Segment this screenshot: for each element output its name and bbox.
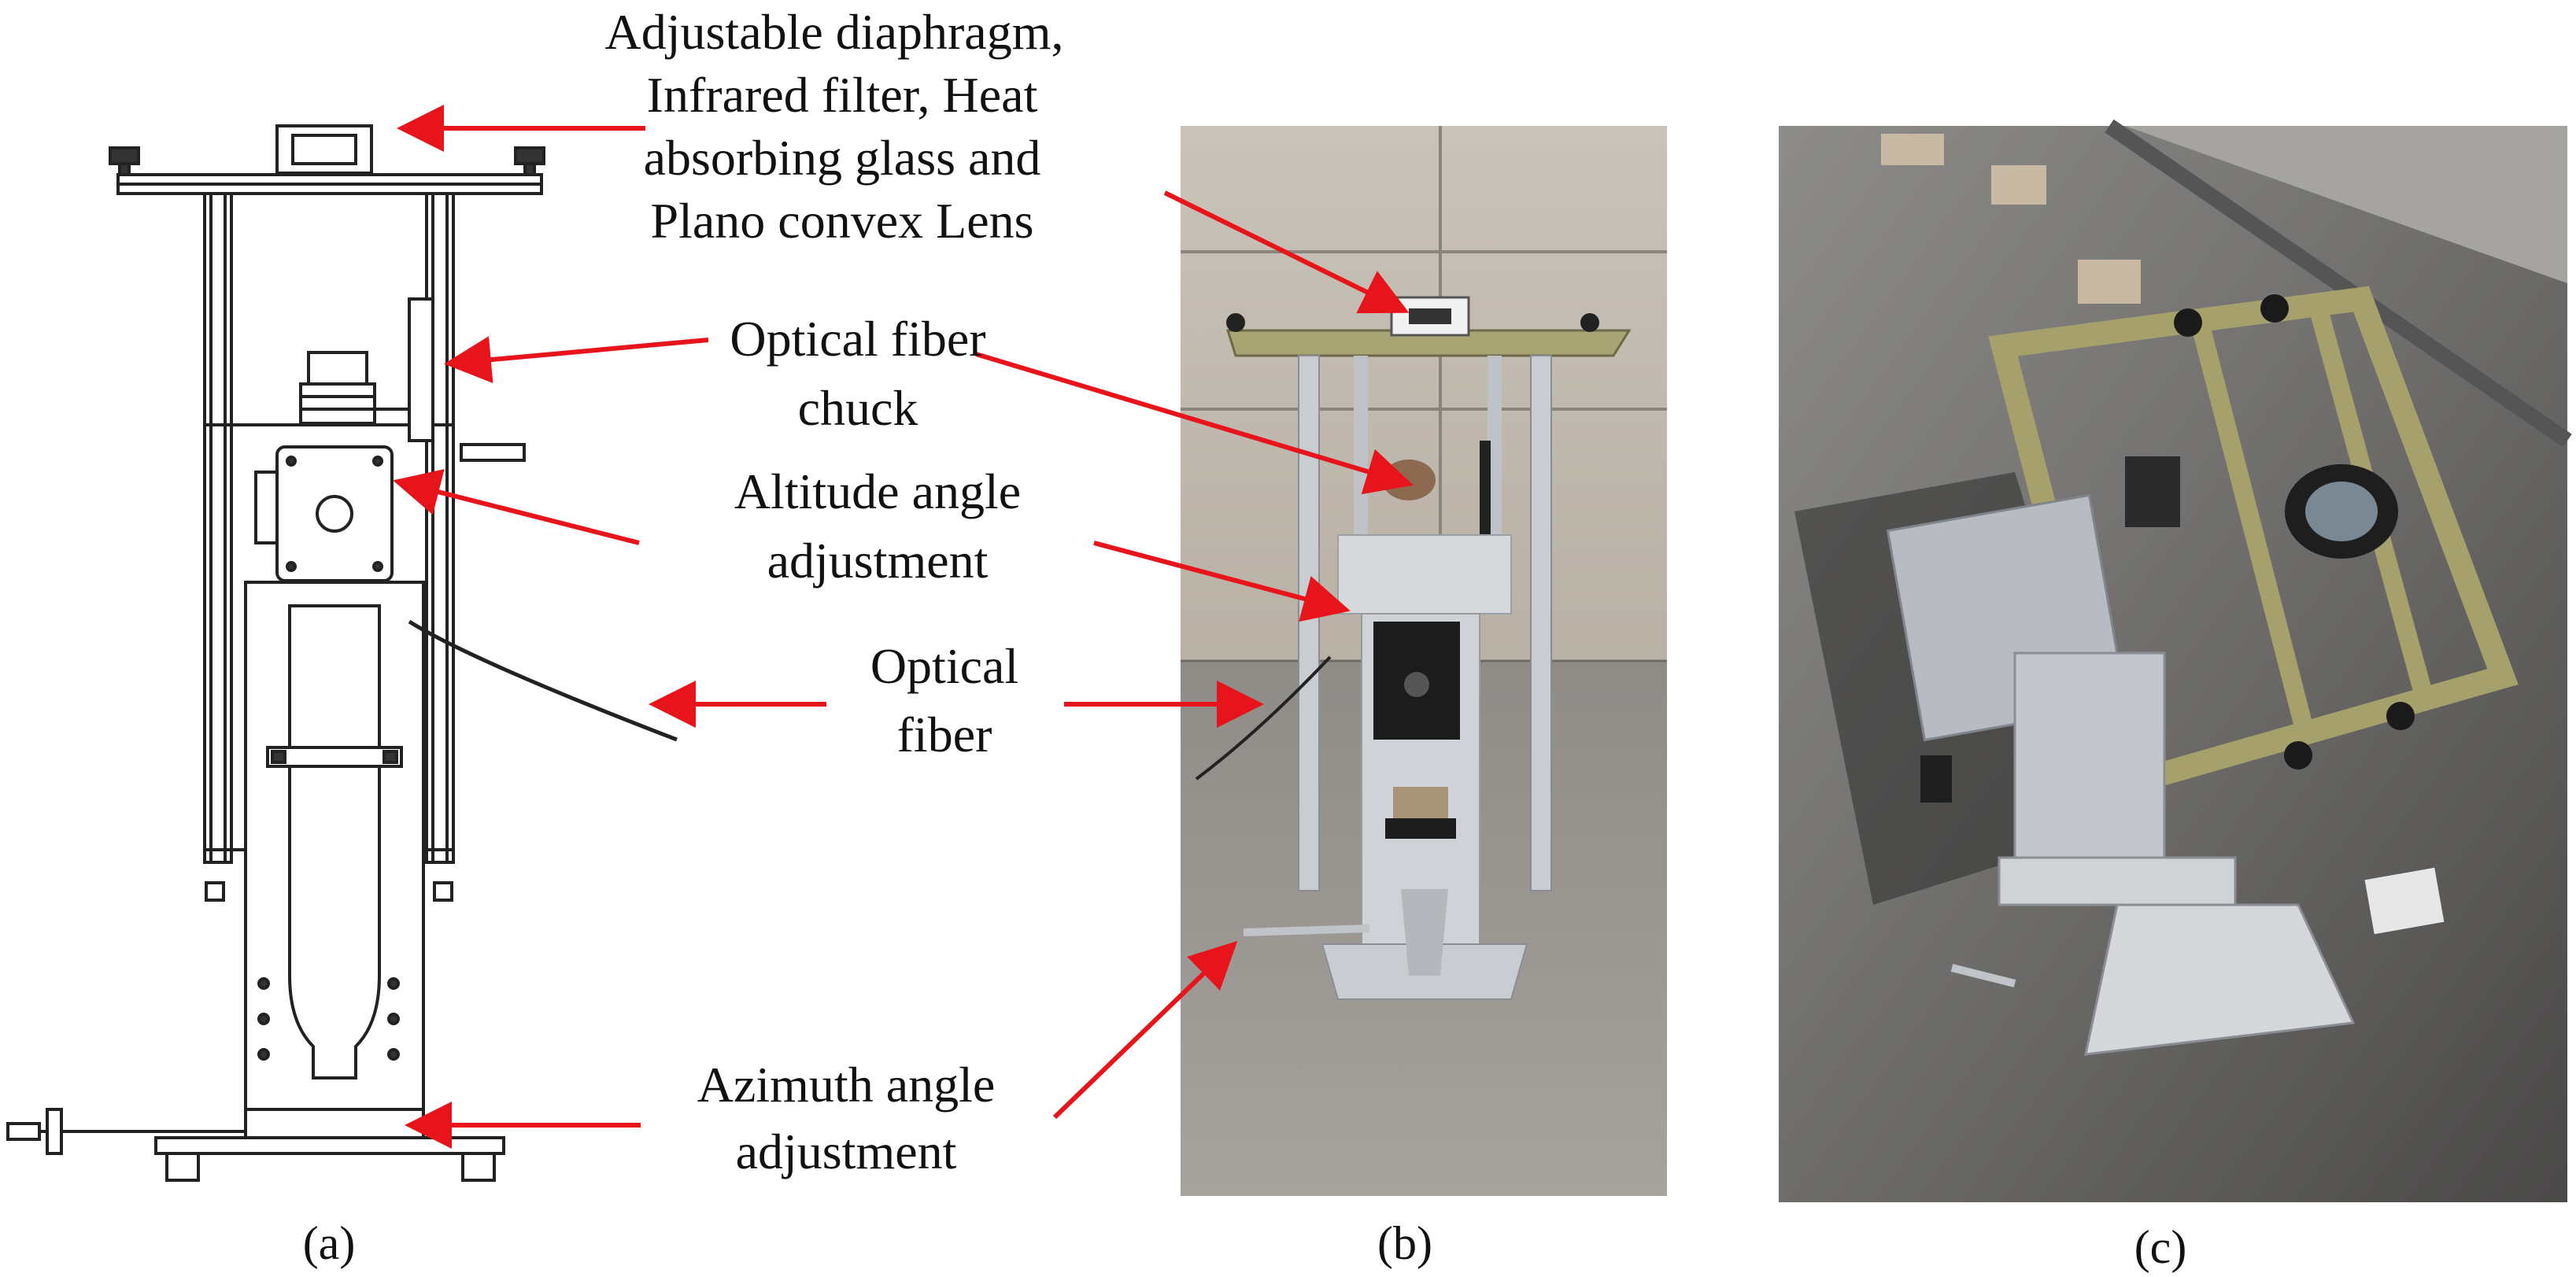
top-knob-left-icon (109, 146, 140, 178)
technical-drawing-a (6, 124, 678, 1182)
label-diaphragm-line3: absorbing glass and (644, 130, 1041, 186)
arrow-azimuth-b (1052, 940, 1238, 1120)
left-rail (203, 192, 233, 864)
arrow-chuck-a (444, 336, 709, 383)
caption-c: (c) (2134, 1221, 2187, 1273)
fiber-chuck-drawing (299, 297, 434, 442)
label-diaphragm-line4: Plano convex Lens (651, 193, 1034, 249)
labels: Adjustable diaphragm, Infrared filter, H… (605, 4, 1064, 1179)
label-diaphragm-line2: Infrared filter, Heat (647, 67, 1038, 123)
photo-b (1181, 126, 1667, 1196)
arrow-altitude-b (1093, 541, 1351, 622)
caption-a: (a) (303, 1217, 356, 1269)
label-chuck-line2: chuck (798, 380, 918, 436)
label-altitude-line2: adjustment (767, 533, 989, 589)
altitude-plate-drawing (254, 443, 526, 582)
photo-c (1779, 119, 2572, 1202)
label-azimuth-line1: Azimuth angle (697, 1057, 996, 1113)
arrow-chuck-b (975, 352, 1414, 495)
label-fiber-line1: Optical (870, 638, 1018, 694)
label-chuck-line1: Optical fiber (730, 311, 985, 367)
caption-b: (b) (1377, 1217, 1432, 1269)
base-drawing (6, 1108, 505, 1182)
device-c (1886, 286, 2519, 1056)
captions: (a) (b) (c) (303, 1217, 2187, 1273)
label-azimuth-line2: adjustment (736, 1124, 957, 1179)
label-diaphragm-line1: Adjustable diaphragm, (605, 4, 1064, 60)
top-knob-right-icon (514, 146, 545, 178)
stand-drawing (244, 581, 425, 1111)
right-rail (425, 192, 455, 864)
arrows-b (975, 190, 1414, 1120)
arrow-altitude-a (393, 469, 640, 545)
arrow-diaphragm-b (1163, 190, 1410, 314)
label-fiber-line2: fiber (897, 707, 992, 762)
label-altitude-line1: Altitude angle (734, 463, 1021, 519)
fiber-cable-drawing (408, 619, 678, 742)
arrows-a (393, 105, 826, 1149)
